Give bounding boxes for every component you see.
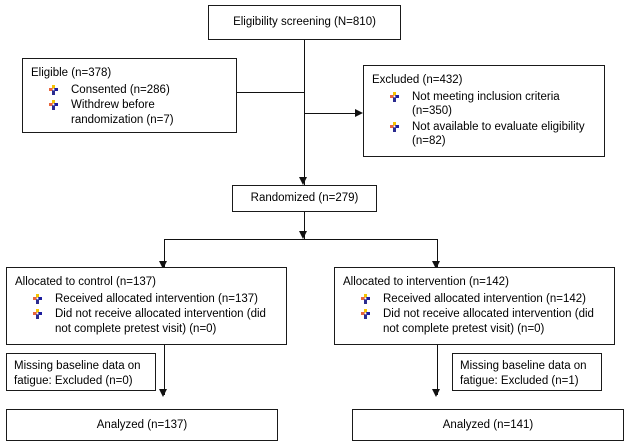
connector-drop-right-allocation bbox=[437, 239, 438, 267]
connector-to-excluded bbox=[304, 113, 356, 114]
list-item-label: Did not receive allocated intervention (… bbox=[383, 308, 594, 335]
node-randomized: Randomized (n=279) bbox=[232, 185, 377, 212]
four-color-cross-bullet-icon bbox=[390, 91, 399, 102]
allocated-control-item-list: Received allocated intervention (n=137) … bbox=[15, 292, 280, 337]
excluded-title: Excluded (n=432) bbox=[372, 74, 463, 86]
allocated-intervention-item-list: Received allocated intervention (n=142) … bbox=[343, 292, 608, 337]
node-analyzed-control: Analyzed (n=137) bbox=[6, 409, 278, 441]
analyzed-control-label: Analyzed (n=137) bbox=[96, 418, 188, 431]
missing-baseline-control-line2: fatigue: Excluded (n=0) bbox=[14, 374, 133, 387]
node-eligibility-screening: Eligibility screening (N=810) bbox=[208, 5, 401, 40]
arrowhead-right-analyzed bbox=[432, 389, 440, 397]
list-item: Consented (n=286) bbox=[49, 83, 230, 98]
missing-baseline-control-line1: Missing baseline data on bbox=[14, 360, 141, 372]
list-item-label: Not available to evaluate eligibility (n… bbox=[412, 120, 585, 148]
list-item: Received allocated intervention (n=142) bbox=[361, 292, 608, 307]
four-color-cross-bullet-icon bbox=[33, 309, 42, 319]
arrowhead-left-analyzed bbox=[159, 389, 167, 397]
excluded-item-list: Not meeting inclusion criteria (n=350) N… bbox=[372, 90, 598, 149]
list-item: Received allocated intervention (n=137) bbox=[33, 292, 280, 307]
arrowhead-randomized-split bbox=[299, 231, 307, 239]
arrowhead-to-excluded bbox=[355, 109, 363, 117]
list-item: Did not receive allocated intervention (… bbox=[361, 307, 608, 336]
node-eligible: Eligible (n=378) Consented (n=286) Withd… bbox=[22, 58, 237, 133]
missing-baseline-intervention-line2: fatigue: Excluded (n=1) bbox=[460, 374, 579, 387]
arrowhead-right-allocation bbox=[432, 261, 440, 269]
list-item-label: Received allocated intervention (n=142) bbox=[383, 292, 586, 305]
randomized-label: Randomized (n=279) bbox=[250, 192, 359, 205]
connector-allocation-split-bar bbox=[164, 239, 438, 240]
four-color-cross-bullet-icon bbox=[49, 100, 58, 110]
list-item-label: Did not receive allocated intervention (… bbox=[55, 308, 266, 335]
list-item: Not available to evaluate eligibility (n… bbox=[390, 120, 598, 149]
analyzed-intervention-label: Analyzed (n=141) bbox=[442, 418, 534, 431]
eligible-title: Eligible (n=378) bbox=[31, 67, 112, 79]
allocated-intervention-title: Allocated to intervention (n=142) bbox=[343, 276, 509, 288]
arrowhead-left-allocation bbox=[159, 261, 167, 269]
node-analyzed-intervention: Analyzed (n=141) bbox=[352, 409, 624, 441]
four-color-cross-bullet-icon bbox=[390, 121, 399, 132]
allocated-control-title: Allocated to control (n=137) bbox=[15, 276, 156, 288]
missing-baseline-intervention-line1: Missing baseline data on bbox=[460, 360, 587, 372]
eligible-item-list: Consented (n=286) Withdrew before random… bbox=[31, 83, 230, 128]
connector-screening-trunk bbox=[304, 40, 305, 185]
arrowhead-to-randomized bbox=[299, 177, 307, 185]
list-item-label: Received allocated intervention (n=137) bbox=[55, 292, 258, 305]
connector-right-allocation-to-analyzed bbox=[437, 345, 438, 395]
four-color-cross-bullet-icon bbox=[33, 293, 42, 304]
eligibility-screening-label: Eligibility screening (N=810) bbox=[233, 16, 376, 29]
four-color-cross-bullet-icon bbox=[49, 84, 58, 95]
list-item: Not meeting inclusion criteria (n=350) bbox=[390, 90, 598, 119]
list-item-label: Withdrew before randomization (n=7) bbox=[71, 99, 174, 126]
connector-to-eligible bbox=[172, 92, 305, 93]
four-color-cross-bullet-icon bbox=[361, 309, 370, 319]
node-excluded: Excluded (n=432) Not meeting inclusion c… bbox=[363, 65, 605, 157]
list-item: Did not receive allocated intervention (… bbox=[33, 307, 280, 336]
node-missing-baseline-control: Missing baseline data on fatigue: Exclud… bbox=[6, 353, 156, 391]
node-allocated-control: Allocated to control (n=137) Received al… bbox=[6, 267, 287, 345]
connector-drop-left-allocation bbox=[164, 239, 165, 267]
list-item-label: Not meeting inclusion criteria (n=350) bbox=[412, 90, 560, 118]
list-item: Withdrew before randomization (n=7) bbox=[49, 98, 230, 127]
four-color-cross-bullet-icon bbox=[361, 293, 370, 304]
node-missing-baseline-intervention: Missing baseline data on fatigue: Exclud… bbox=[452, 353, 602, 391]
connector-left-allocation-to-analyzed bbox=[164, 345, 165, 395]
connector-randomized-stem bbox=[304, 212, 305, 239]
list-item-label: Consented (n=286) bbox=[71, 83, 170, 96]
node-allocated-intervention: Allocated to intervention (n=142) Receiv… bbox=[334, 267, 615, 345]
